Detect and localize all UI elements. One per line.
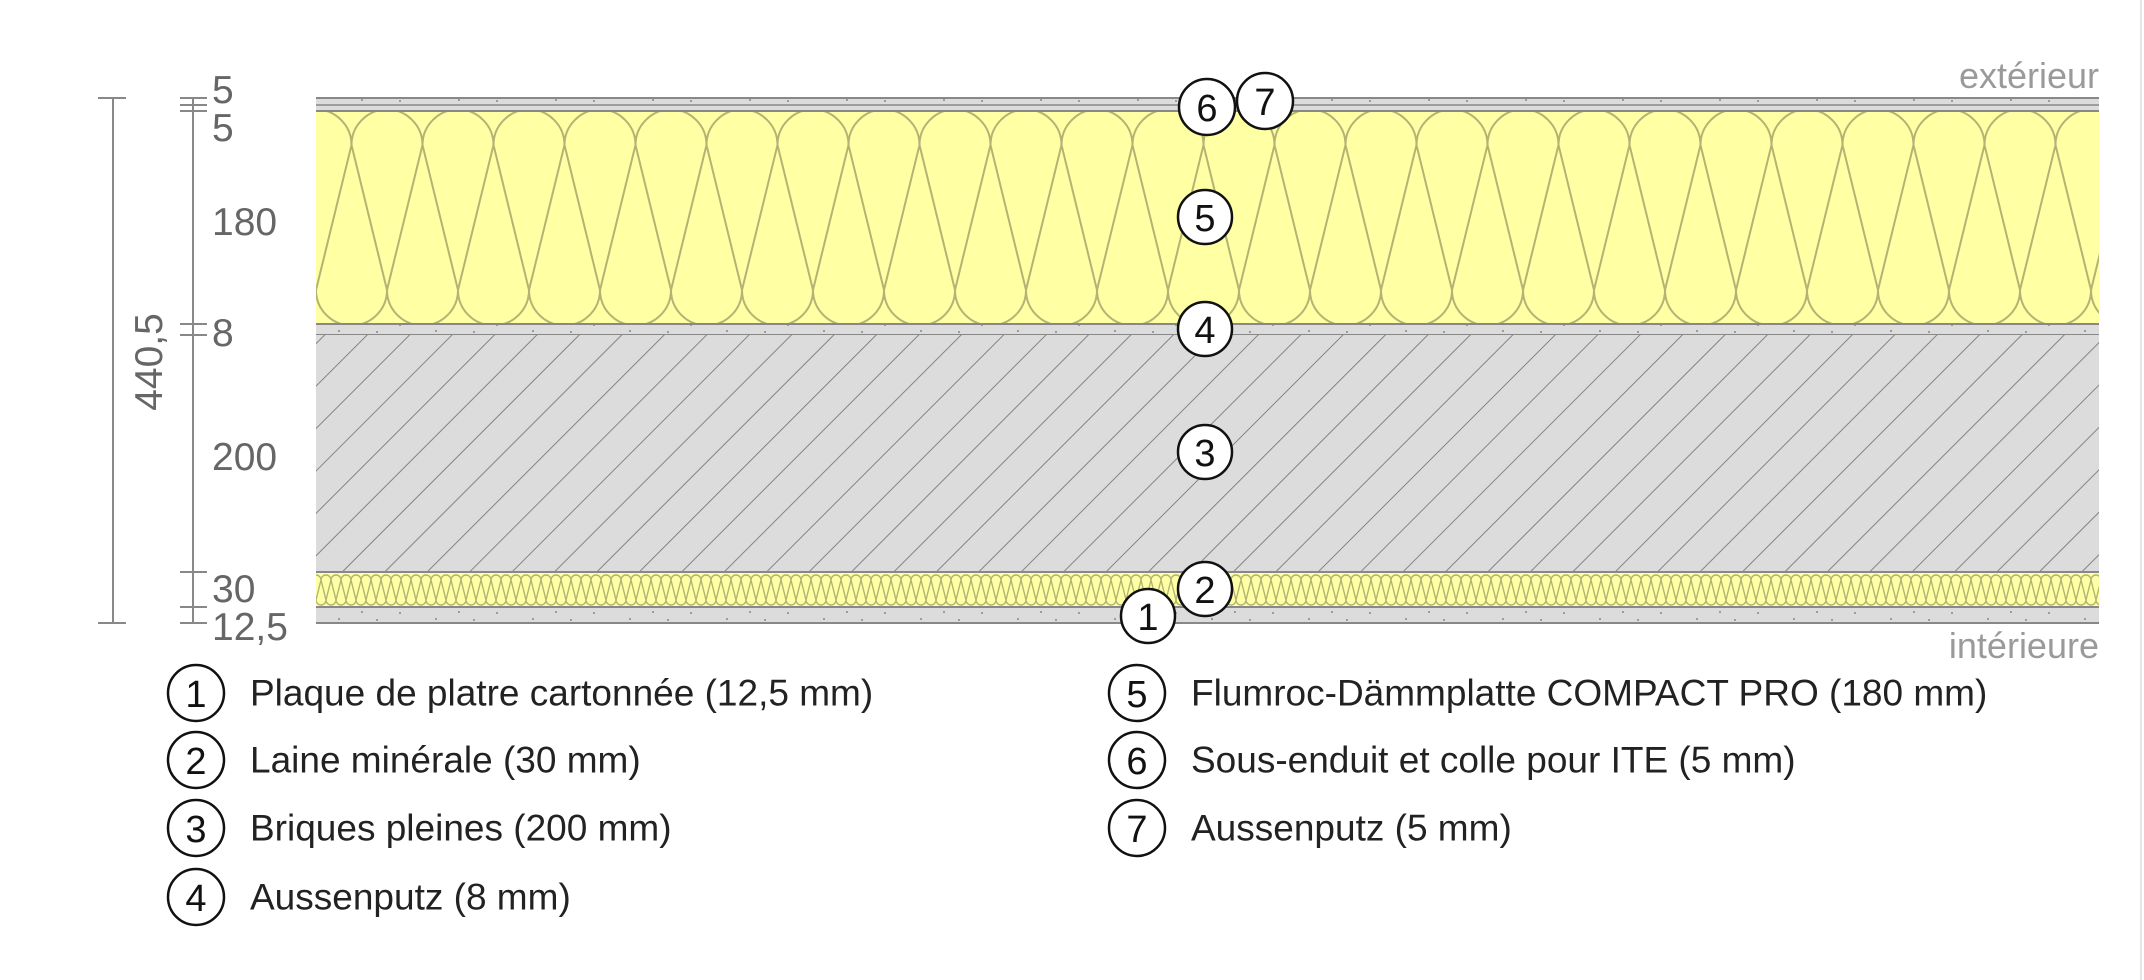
marker-2: 2 — [1176, 560, 1234, 618]
exterior-label: extérieur — [1959, 55, 2099, 96]
marker-7: 7 — [1235, 71, 1295, 131]
svg-text:1: 1 — [185, 674, 206, 716]
svg-text:6: 6 — [1126, 741, 1147, 783]
dim-layer-2: 30 — [212, 568, 255, 611]
legend-item-7: 7 — [1107, 798, 1167, 858]
legend-label-6: Sous-enduit et colle pour ITE (5 mm) — [1191, 740, 1796, 781]
legend-label-4: Aussenputz (8 mm) — [250, 877, 571, 918]
svg-text:2: 2 — [185, 741, 206, 783]
legend-item-6: 6 — [1107, 730, 1167, 790]
dim-layer-1: 12,5 — [212, 606, 288, 649]
svg-text:3: 3 — [185, 809, 206, 851]
legend-label-2: Laine minérale (30 mm) — [250, 740, 641, 781]
legend-item-2: 2 — [166, 730, 226, 790]
legend-item-1: 1 — [166, 663, 226, 723]
dim-layer-4: 8 — [212, 312, 234, 355]
dim-layer-7: 5 — [212, 69, 234, 112]
total-dimension: 440,5 — [98, 97, 171, 624]
dim-layer-6: 5 — [212, 107, 234, 150]
legend-item-3: 3 — [166, 798, 226, 858]
dim-layer-5: 180 — [212, 201, 277, 244]
legend-item-5: 5 — [1107, 663, 1167, 723]
total-thickness-label: 440,5 — [128, 313, 171, 411]
marker-6: 6 — [1177, 77, 1237, 137]
legend-item-4: 4 — [166, 867, 226, 927]
svg-text:6: 6 — [1196, 88, 1217, 130]
dim-layer-3: 200 — [212, 436, 277, 479]
legend-label-3: Briques pleines (200 mm) — [250, 808, 672, 849]
marker-4: 4 — [1176, 300, 1234, 358]
layer-3-bricks — [316, 335, 2099, 573]
marker-3: 3 — [1176, 423, 1234, 481]
svg-text:4: 4 — [1194, 310, 1215, 352]
legend-label-5: Flumroc-Dämmplatte COMPACT PRO (180 mm) — [1191, 673, 1987, 714]
legend-label-1: Plaque de platre cartonnée (12,5 mm) — [250, 673, 873, 714]
marker-1: 1 — [1119, 587, 1177, 645]
interior-label: intérieure — [1949, 625, 2099, 666]
svg-text:1: 1 — [1137, 597, 1158, 639]
svg-text:4: 4 — [185, 878, 206, 920]
svg-text:3: 3 — [1194, 433, 1215, 475]
marker-5: 5 — [1176, 188, 1234, 246]
svg-text:7: 7 — [1254, 82, 1275, 124]
svg-text:2: 2 — [1194, 570, 1215, 612]
svg-text:5: 5 — [1194, 198, 1215, 240]
legend-label-7: Aussenputz (5 mm) — [1191, 808, 1512, 849]
layer-dimensions: 5 5 180 8 200 30 12,5 — [180, 69, 288, 649]
svg-text:5: 5 — [1126, 674, 1147, 716]
svg-text:7: 7 — [1126, 809, 1147, 851]
legend: 1 Plaque de platre cartonnée (12,5 mm) 2… — [166, 663, 1987, 927]
